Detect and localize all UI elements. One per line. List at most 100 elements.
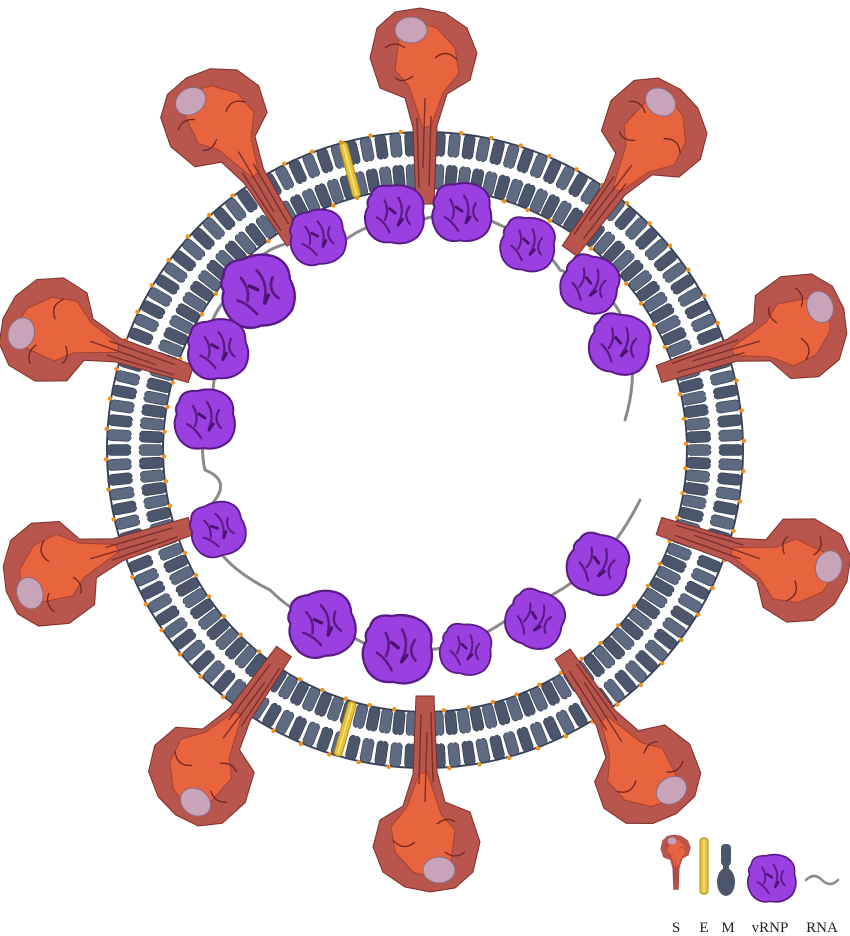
membrane-protein <box>593 645 637 693</box>
membrane-protein <box>106 444 164 456</box>
membrane-protein <box>177 614 230 662</box>
membrane-protein <box>552 675 588 727</box>
membrane-protein <box>134 309 193 346</box>
membrane-protein <box>130 550 188 587</box>
membrane-protein <box>675 506 736 534</box>
membrane-protein <box>148 283 205 323</box>
membrane-protein <box>628 250 678 292</box>
membrane-protein <box>681 494 738 516</box>
membrane-protein <box>518 153 552 213</box>
membrane-protein <box>612 628 658 673</box>
membrane-protein <box>192 628 238 673</box>
membrane-protein <box>302 149 336 208</box>
membrane-protein <box>237 189 277 239</box>
vrnp-complex <box>361 181 429 247</box>
membrane-protein <box>213 645 257 693</box>
vrnp-complexes <box>173 181 659 688</box>
membrane-protein <box>529 159 562 213</box>
membrane-protein <box>685 414 743 431</box>
membrane-protein <box>598 637 648 688</box>
membrane-protein <box>656 566 710 600</box>
membrane-protein <box>345 703 369 760</box>
vrnp-complex <box>281 584 362 664</box>
membrane-protein <box>650 287 707 327</box>
membrane-protein <box>316 148 344 204</box>
vrnp-complex <box>435 618 497 680</box>
membrane-protein <box>298 687 332 747</box>
membrane-protein <box>114 366 175 394</box>
membrane-protein <box>112 494 169 516</box>
membrane-protein <box>593 207 637 255</box>
membrane-protein <box>106 479 169 501</box>
membrane-protein <box>657 554 716 591</box>
vrnp-complex <box>581 306 659 382</box>
membrane-protein <box>128 327 183 357</box>
membrane-protein <box>481 140 505 197</box>
membrane-protein <box>111 503 173 530</box>
membrane-protein <box>386 707 406 770</box>
membrane-protein <box>356 702 381 765</box>
membrane-protein <box>686 444 744 456</box>
membrane-protein <box>198 632 247 683</box>
membrane-protein <box>155 274 207 312</box>
membrane-protein <box>628 608 678 650</box>
vrnp-complex <box>430 181 493 243</box>
membrane-protein <box>636 262 691 306</box>
vrnp-complex <box>183 315 252 383</box>
membrane-protein <box>103 454 167 471</box>
membrane-protein <box>656 300 710 334</box>
membrane-protein <box>128 543 183 573</box>
membrane-protein <box>506 148 534 204</box>
legend: S E M vRNP RNA <box>660 834 840 936</box>
membrane-protein <box>107 396 170 418</box>
membrane-protein <box>683 456 746 474</box>
membrane-protein <box>316 696 344 752</box>
membrane-protein <box>107 414 165 431</box>
legend-label-s: S <box>672 920 680 936</box>
spike-icon <box>660 834 691 890</box>
membrane-protein <box>631 598 686 643</box>
membrane-protein <box>579 653 625 707</box>
membrane-protein <box>643 274 695 312</box>
membrane-protein <box>155 588 207 626</box>
membrane-protein <box>262 675 298 727</box>
membrane-protein <box>537 681 575 739</box>
membrane-protein <box>107 469 165 486</box>
membrane-protein <box>667 327 722 357</box>
membrane-protein <box>643 588 695 626</box>
membrane-protein <box>164 257 219 302</box>
membrane-protein <box>389 129 409 192</box>
membrane-protein <box>616 618 668 666</box>
membrane-protein <box>681 399 744 421</box>
vrnp-complex <box>285 204 351 270</box>
vrnp-complex <box>552 246 629 322</box>
membrane-protein <box>541 165 579 223</box>
membrane-protein <box>612 227 658 272</box>
membrane-protein <box>681 384 738 406</box>
rna-icon <box>804 874 840 886</box>
membrane-protein <box>140 300 194 334</box>
membrane-protein <box>213 207 257 255</box>
membrane-protein <box>288 687 321 741</box>
membrane-protein <box>514 692 548 751</box>
membrane-protein <box>683 429 747 446</box>
membrane-protein <box>494 143 523 204</box>
vrnp-complex <box>558 524 639 604</box>
viral-envelope <box>103 128 747 772</box>
legend-label-vrnp: vRNP <box>752 920 789 936</box>
legend-label-rna: RNA <box>806 920 838 936</box>
membrane-protein <box>159 594 214 638</box>
membrane-protein <box>441 708 461 771</box>
membrane-protein <box>680 482 743 504</box>
membrane-protein <box>563 180 605 236</box>
membrane-protein <box>172 250 222 292</box>
membrane-protein <box>140 566 194 600</box>
membrane-protein <box>104 426 167 444</box>
vrnp-complex <box>183 495 253 564</box>
m-protein-icon <box>717 844 735 896</box>
membrane-protein <box>172 608 222 650</box>
membrane-protein <box>677 370 739 397</box>
membrane-protein <box>225 193 271 247</box>
legend-label-e: E <box>699 920 708 936</box>
